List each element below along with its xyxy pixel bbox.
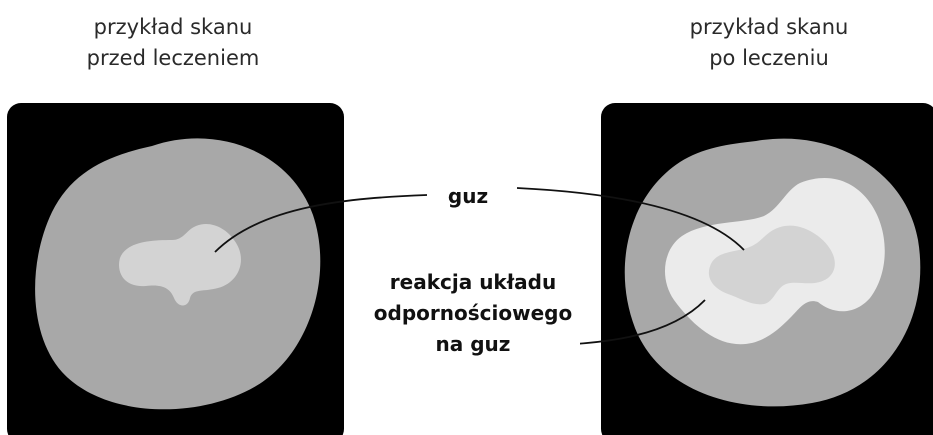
before-scan-title-line2: przed leczeniem [86, 46, 260, 70]
immune-label-line3: na guz [435, 332, 511, 356]
tumor-leader-line-left [214, 194, 428, 253]
immune-label-line1: reakcja układu [389, 270, 557, 294]
after-scan [601, 103, 933, 435]
immune-label-line2: odpornościowego [373, 301, 573, 325]
before-scan-title: przykład skanu przed leczeniem [3, 12, 343, 74]
after-scan-title-line1: przykład skanu [689, 15, 849, 39]
before-scan-tumor [119, 223, 241, 306]
immune-reaction-label: reakcja układu odpornościowego na guz [366, 267, 580, 360]
after-scan-tumor [708, 225, 835, 305]
before-scan-title-line1: przykład skanu [93, 15, 253, 39]
tumor-label-text: guz [447, 184, 489, 208]
before-scan [7, 103, 344, 435]
tumor-leader-line-right [516, 187, 745, 251]
tumor-label: guz [436, 181, 500, 212]
after-scan-title: przykład skanu po leczeniu [599, 12, 933, 74]
after-scan-title-line2: po leczeniu [709, 46, 829, 70]
